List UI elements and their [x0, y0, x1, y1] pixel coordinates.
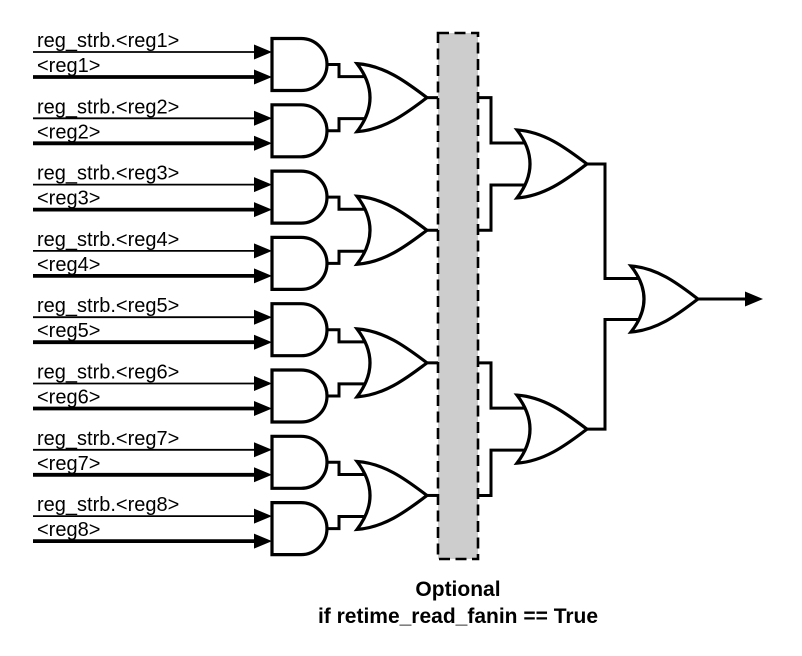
input-strobe-arrowhead — [254, 376, 272, 391]
input-strobe-label: reg_strb.<reg7> — [37, 428, 179, 450]
or-gate-stage1 — [353, 194, 430, 267]
or2-final-connector-wire — [587, 318, 640, 431]
input-data-arrowhead — [254, 69, 272, 85]
input-data-arrowhead — [254, 135, 272, 151]
input-data-label: <reg3> — [37, 188, 100, 210]
box-or2-connector-wire — [478, 183, 526, 232]
input-data-arrowhead — [254, 401, 272, 416]
input-strobe-label: reg_strb.<reg5> — [37, 295, 179, 317]
input-data-label: <reg7> — [37, 453, 100, 475]
input-data-arrowhead — [254, 533, 272, 549]
final-or-gate — [627, 264, 701, 334]
input-data-label: <reg1> — [37, 55, 100, 77]
or-gate-stage1 — [353, 61, 430, 134]
input-data-arrowhead — [254, 268, 272, 284]
or-gate-stage1 — [353, 459, 430, 532]
and-gate — [270, 103, 329, 159]
input-strobe-arrowhead — [254, 243, 272, 259]
and-gate — [270, 368, 329, 424]
input-strobe-label: reg_strb.<reg6> — [37, 362, 179, 384]
input-data-label: <reg5> — [37, 320, 100, 342]
and-gate — [270, 501, 329, 557]
input-strobe-label: reg_strb.<reg2> — [37, 96, 179, 118]
output-arrowhead — [745, 291, 763, 307]
input-strobe-label: reg_strb.<reg3> — [37, 163, 179, 185]
input-strobe-arrowhead — [254, 110, 272, 126]
input-strobe-arrowhead — [254, 442, 272, 458]
and-or-connector-wire — [326, 460, 366, 476]
and-or-connector-wire — [326, 117, 366, 133]
input-strobe-arrowhead — [254, 44, 272, 60]
input-data-label: <reg2> — [37, 121, 100, 143]
optional-caption: Optional if retime_read_fanin == True — [318, 576, 598, 630]
input-data-arrowhead — [254, 467, 272, 483]
and-or-connector-wire — [326, 382, 366, 398]
box-or2-connector-wire — [478, 96, 526, 145]
and-or-connector-wire — [326, 195, 366, 211]
input-data-label: <reg6> — [37, 387, 100, 409]
and-or-connector-wire — [326, 249, 366, 265]
input-data-arrowhead — [254, 202, 272, 218]
box-or2-connector-wire — [478, 361, 526, 410]
input-strobe-arrowhead — [254, 508, 272, 524]
and-gate — [270, 169, 329, 225]
or-gate-stage2 — [513, 393, 590, 465]
input-strobe-label: reg_strb.<reg8> — [37, 494, 179, 516]
input-data-label: <reg4> — [37, 254, 100, 276]
or-gate-stage1 — [353, 327, 430, 399]
and-or-connector-wire — [326, 63, 366, 79]
and-gate — [270, 434, 329, 490]
input-data-arrowhead — [254, 334, 272, 350]
or-gate-stage2 — [513, 128, 590, 200]
and-gate — [270, 36, 329, 93]
input-strobe-arrowhead — [254, 309, 272, 325]
input-strobe-label: reg_strb.<reg1> — [37, 30, 179, 52]
and-or-connector-wire — [326, 328, 366, 344]
input-strobe-label: reg_strb.<reg4> — [37, 229, 179, 251]
and-gate — [270, 235, 329, 291]
retime-register-boundary — [436, 31, 480, 561]
input-strobe-arrowhead — [254, 177, 272, 193]
optional-caption-line2: if retime_read_fanin == True — [317, 605, 599, 628]
and-gate — [270, 302, 329, 358]
or2-final-connector-wire — [587, 162, 640, 280]
and-or-connector-wire — [326, 514, 366, 531]
optional-caption-line1: Optional — [415, 578, 501, 601]
box-or2-connector-wire — [478, 448, 526, 497]
input-data-label: <reg8> — [37, 519, 100, 541]
